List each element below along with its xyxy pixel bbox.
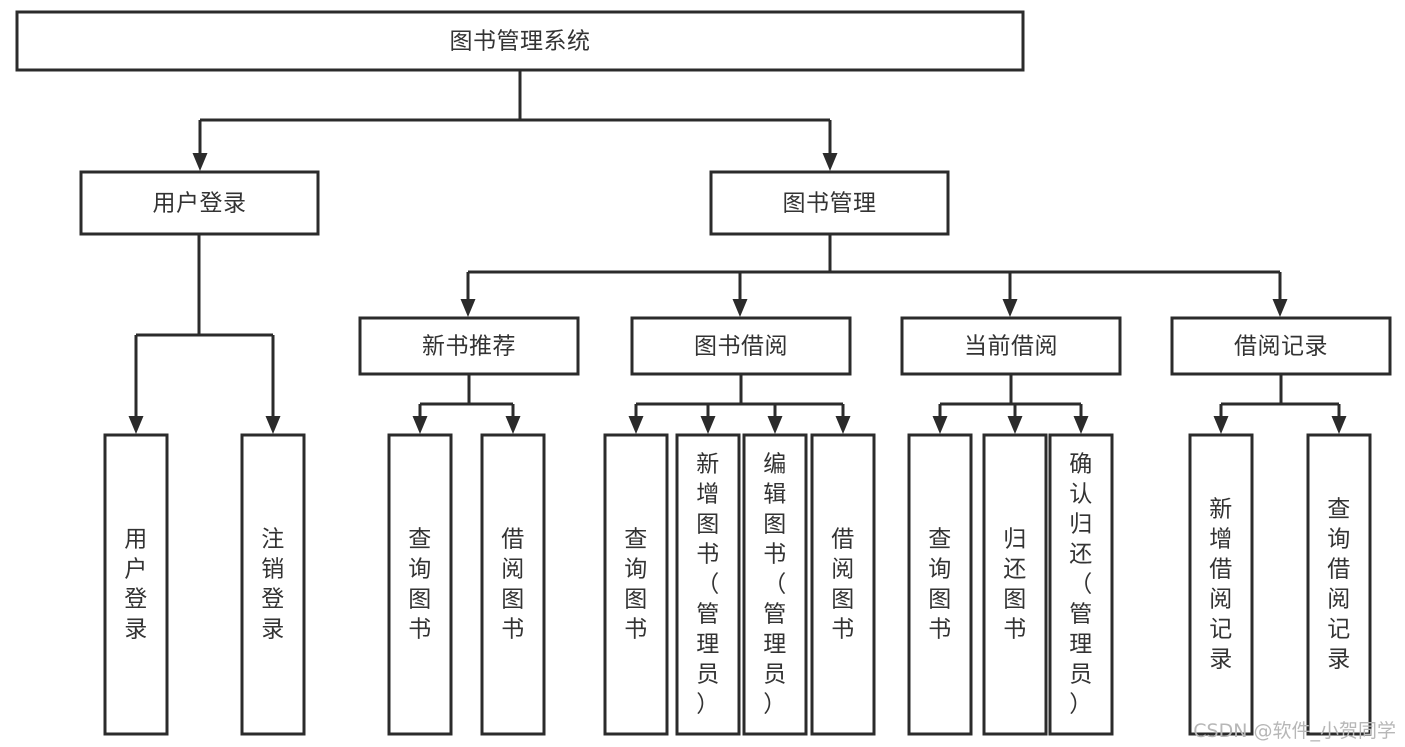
connector-records-to-leaves <box>1213 374 1347 434</box>
node-box[interactable] <box>240 433 306 736</box>
node-box[interactable] <box>103 433 169 736</box>
node-label: 借阅图书 <box>831 526 855 642</box>
node-box[interactable] <box>1170 316 1392 376</box>
node-leaf-10[interactable]: 确认归还（管理员） <box>1048 433 1114 736</box>
connector-userlogin-to-leaves <box>128 234 281 434</box>
node-box[interactable] <box>709 170 950 236</box>
connector-current-to-leaves <box>932 374 1089 434</box>
connector-root-to-level1 <box>192 70 838 171</box>
node-leaf-8[interactable]: 查询图书 <box>907 433 973 736</box>
node-label: 图书借阅 <box>694 334 788 360</box>
node-level2-0[interactable]: 新书推荐 <box>358 316 580 376</box>
node-label: 新增图书（管理员） <box>696 451 720 717</box>
connector-booksmgmt-to-level2 <box>460 234 1288 317</box>
connector-layer <box>128 70 1347 434</box>
node-label: 借阅图书 <box>501 526 525 642</box>
node-label: 编辑图书（管理员） <box>763 451 787 717</box>
node-leaf-5[interactable]: 新增图书（管理员） <box>675 433 741 736</box>
node-box[interactable] <box>1188 433 1254 736</box>
node-root-0[interactable]: 图书管理系统 <box>15 10 1025 72</box>
node-leaf-6[interactable]: 编辑图书（管理员） <box>742 433 808 736</box>
node-label: 注销登录 <box>261 526 285 642</box>
node-level1-0[interactable]: 用户登录 <box>79 170 320 236</box>
node-level2-2[interactable]: 当前借阅 <box>900 316 1122 376</box>
node-label: 查询图书 <box>408 526 432 642</box>
node-label: 图书管理系统 <box>450 29 591 55</box>
node-box[interactable] <box>79 170 320 236</box>
node-leaf-3[interactable]: 借阅图书 <box>480 433 546 736</box>
node-box[interactable] <box>982 433 1048 736</box>
connector-newbook-to-leaves <box>412 374 521 434</box>
node-box[interactable] <box>675 433 741 736</box>
node-level1-1[interactable]: 图书管理 <box>709 170 950 236</box>
node-box[interactable] <box>1306 433 1372 736</box>
node-label: 用户登录 <box>153 191 247 217</box>
node-box[interactable] <box>603 433 669 736</box>
node-box[interactable] <box>1048 433 1114 736</box>
node-box[interactable] <box>630 316 852 376</box>
csdn-watermark: CSDN @软件_小贺同学 <box>1193 720 1396 742</box>
node-label: 查询图书 <box>928 526 952 642</box>
node-label: 查询图书 <box>624 526 648 642</box>
node-box[interactable] <box>358 316 580 376</box>
node-leaf-2[interactable]: 查询图书 <box>387 433 453 736</box>
node-label: 图书管理 <box>783 191 877 217</box>
node-leaf-12[interactable]: 查询借阅记录 <box>1306 433 1372 736</box>
node-box[interactable] <box>742 433 808 736</box>
node-label: 新增借阅记录 <box>1209 496 1233 672</box>
node-box[interactable] <box>480 433 546 736</box>
node-label: 当前借阅 <box>964 334 1058 360</box>
node-leaf-11[interactable]: 新增借阅记录 <box>1188 433 1254 736</box>
node-label: 借阅记录 <box>1234 334 1328 360</box>
node-leaf-0[interactable]: 用户登录 <box>103 433 169 736</box>
node-box[interactable] <box>907 433 973 736</box>
connector-borrow-to-leaves <box>628 374 851 434</box>
node-level2-3[interactable]: 借阅记录 <box>1170 316 1392 376</box>
node-leaf-7[interactable]: 借阅图书 <box>810 433 876 736</box>
node-label: 归还图书 <box>1003 526 1027 642</box>
node-level2-1[interactable]: 图书借阅 <box>630 316 852 376</box>
node-label: 用户登录 <box>124 526 148 642</box>
node-box[interactable] <box>15 10 1025 72</box>
node-layer: 图书管理系统用户登录图书管理新书推荐图书借阅当前借阅借阅记录用户登录注销登录查询… <box>15 10 1392 736</box>
node-label: 查询借阅记录 <box>1327 496 1351 672</box>
node-leaf-1[interactable]: 注销登录 <box>240 433 306 736</box>
node-box[interactable] <box>900 316 1122 376</box>
node-label: 新书推荐 <box>422 334 516 360</box>
node-box[interactable] <box>387 433 453 736</box>
node-box[interactable] <box>810 433 876 736</box>
node-label: 确认归还（管理员） <box>1069 451 1093 717</box>
node-leaf-4[interactable]: 查询图书 <box>603 433 669 736</box>
node-leaf-9[interactable]: 归还图书 <box>982 433 1048 736</box>
